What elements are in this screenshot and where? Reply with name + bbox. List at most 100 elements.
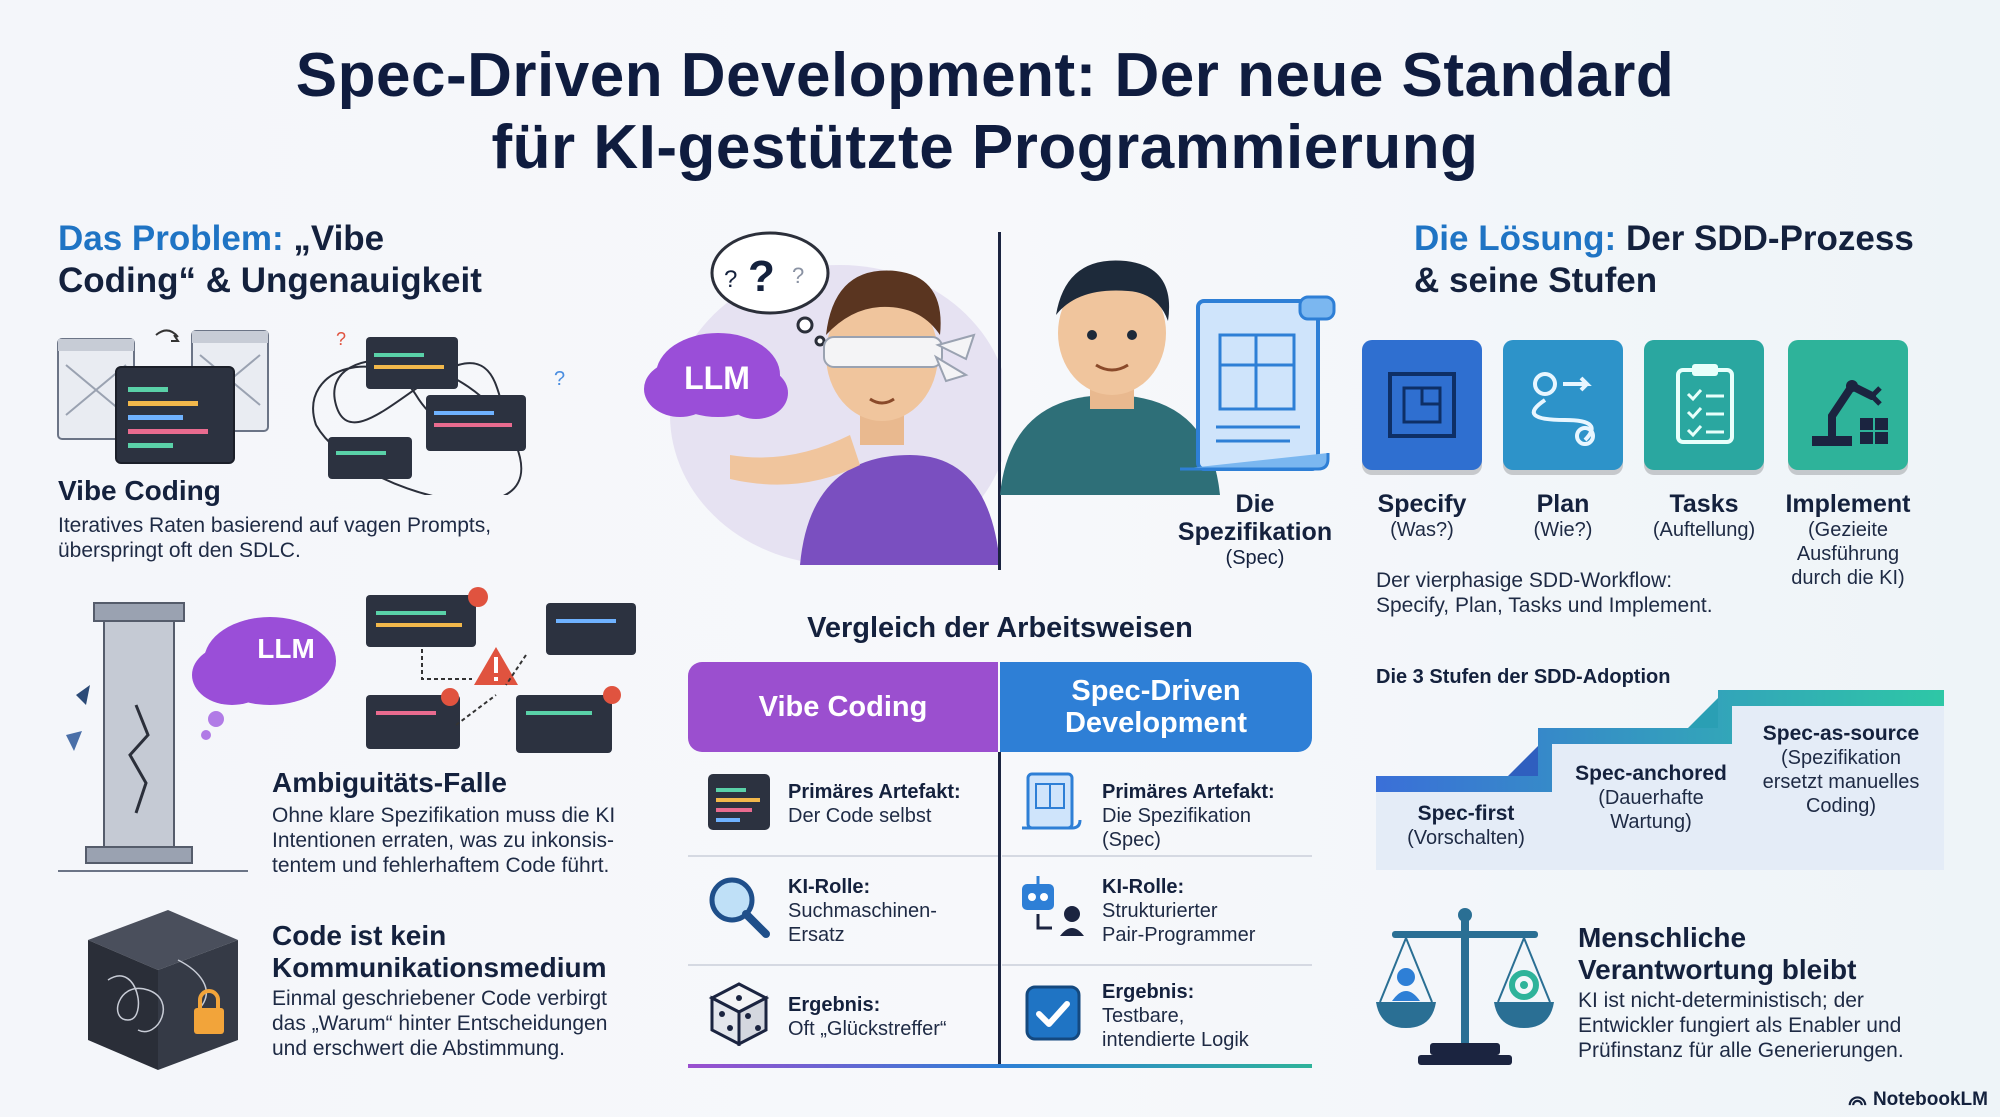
human-text-1: KI ist nicht-deterministisch; der — [1578, 989, 1864, 1012]
row-1-left: Primäres Artefakt: Der Code selbst — [788, 780, 988, 828]
stage-spec-anchored: Spec-anchored (Dauerhafte Wartung) — [1556, 762, 1746, 834]
row-1-right: Primäres Artefakt: Die Spezifikation (Sp… — [1102, 780, 1312, 852]
stage-spec-anchored-sub-1: (Dauerhafte — [1598, 787, 1704, 809]
row-3-left-label: Ergebnis: — [788, 994, 881, 1016]
code-window-icon — [115, 366, 235, 464]
solution-heading-rest: Der SDD-Prozess — [1625, 219, 1914, 258]
notebooklm-branding: NotebookLM — [1848, 1089, 1988, 1111]
comparison-col-sdd-label-1: Spec-Driven — [1071, 675, 1241, 707]
code-window-icon — [516, 686, 621, 753]
title-line-1: Spec-Driven Development: Der neue Standa… — [295, 41, 1675, 110]
human-title-1: Menschliche — [1578, 922, 1747, 953]
step-tasks-sub: (Auftellung) — [1652, 519, 1756, 541]
spec-label-2: Spezifikation — [1177, 518, 1333, 546]
step-plan-label: Plan — [1536, 490, 1590, 518]
spec-label-1: Die — [1235, 490, 1275, 518]
vibe-coding-text-2: überspringt oft den SDLC. — [58, 539, 301, 562]
notebooklm-logo-icon — [1848, 1096, 1867, 1106]
svg-text:?: ? — [724, 266, 737, 293]
magnifier-icon — [709, 877, 770, 938]
step-plan-box — [1503, 340, 1623, 470]
row-divider — [1002, 855, 1312, 857]
row-3-left: Ergebnis: Oft „Glückstreffer“ — [788, 993, 988, 1041]
adoption-stairs — [1376, 690, 1944, 870]
row-3-right-value-2: intendierte Logik — [1102, 1029, 1249, 1051]
stage-spec-first: Spec-first (Vorschalten) — [1378, 802, 1554, 850]
code-window-icon — [708, 774, 770, 830]
stage-spec-as-source-title: Spec-as-source — [1762, 722, 1920, 745]
workflow-text-1: Der vierphasige SDD-Workflow: — [1376, 569, 1673, 592]
spec-label: Die Spezifikation (Spec) — [1170, 490, 1340, 570]
step-specify-label: Specify — [1377, 490, 1467, 518]
human-text-3: Prüfinstanz für alle Generierungen. — [1578, 1039, 1904, 1062]
comparison-col-sdd-label-2: Development — [1064, 707, 1248, 739]
row-2-left-value-2: Ersatz — [788, 924, 845, 946]
llm-label-large: LLM — [684, 360, 750, 396]
broken-pillar-icon — [66, 602, 193, 864]
row-2-right-label: KI-Rolle: — [1102, 876, 1185, 898]
row-2-left-value-1: Suchmaschinen- — [788, 900, 937, 922]
checkmark-icon — [1025, 985, 1081, 1041]
human-responsibility-block: Menschliche Verantwortung bleibt KI ist … — [1578, 922, 1978, 1063]
comparison-heading: Vergleich der Arbeitsweisen — [807, 612, 1193, 644]
center-divider — [998, 232, 1001, 570]
row-3-left-value: Oft „Glückstreffer“ — [788, 1018, 947, 1040]
row-2-left-label: KI-Rolle: — [788, 876, 871, 898]
svg-text:?: ? — [748, 252, 775, 301]
vibe-coding-illustration: ? ? — [57, 329, 565, 495]
dice-icon — [708, 982, 770, 1046]
stages-heading: Die 3 Stufen der SDD-Adoption — [1376, 666, 1671, 688]
spec-developer-illustration — [1000, 260, 1336, 495]
code-window-icon — [366, 337, 458, 389]
robot-person-icon — [1022, 876, 1084, 936]
row-2-right-value-2: Pair-Programmer — [1102, 924, 1256, 946]
llm-cloud-icon — [192, 617, 336, 740]
step-implement-sub-3: durch die KI) — [1791, 567, 1905, 589]
row-divider — [1002, 964, 1312, 966]
step-implement-sub-1: (Gezieite — [1807, 519, 1889, 541]
balance-scale-icon — [1376, 908, 1554, 1065]
row-2-right-value-1: Strukturierter — [1102, 900, 1218, 922]
human-text-2: Entwickler fungiert als Enabler und — [1578, 1014, 1902, 1037]
ambiguity-text-2: Intentionen erraten, was zu inkonsis- — [272, 829, 615, 852]
step-specify-sub: (Was?) — [1390, 519, 1454, 541]
step-plan-sub: (Wie?) — [1533, 519, 1593, 541]
step-implement-label: Implement — [1785, 490, 1911, 518]
ambiguity-text-3: tentem und fehlerhaftem Code führt. — [272, 854, 610, 877]
row-divider — [688, 964, 998, 966]
row-1-right-label: Primäres Artefakt: — [1102, 781, 1275, 803]
code-medium-title-1: Code ist kein — [272, 920, 447, 951]
llm-label-small: LLM — [257, 633, 315, 664]
step-tasks-box — [1644, 340, 1764, 470]
svg-text:?: ? — [792, 263, 804, 288]
blueprint-icon — [1388, 372, 1456, 438]
step-specify-box — [1362, 340, 1482, 470]
row-3-right-label: Ergebnis: — [1102, 981, 1195, 1003]
spec-scroll-icon — [1180, 295, 1336, 471]
ambiguity-divider — [58, 870, 248, 872]
code-medium-title-2: Kommunikationsmedium — [272, 952, 607, 983]
row-3-right: Ergebnis: Testbare, intendierte Logik — [1102, 980, 1312, 1052]
comparison-bottom-line — [688, 1064, 1312, 1068]
step-specify: Specify (Was?) — [1342, 490, 1502, 542]
route-pin-icon — [1531, 372, 1595, 446]
blindfolded-developer-illustration: ? ? ? — [644, 231, 1002, 565]
stage-spec-first-title: Spec-first — [1417, 802, 1515, 825]
comparison-col-vibe: Vibe Coding — [688, 662, 998, 752]
vibe-coding-text-1: Iteratives Raten basierend auf vagen Pro… — [58, 514, 492, 537]
stage-spec-first-sub: (Vorschalten) — [1407, 827, 1525, 849]
row-1-right-value: Die Spezifikation (Spec) — [1102, 805, 1251, 851]
workflow-text-2: Specify, Plan, Tasks und Implement. — [1376, 594, 1713, 617]
code-window-icon — [366, 688, 460, 749]
code-window-icon — [328, 437, 412, 479]
vibe-coding-block: Vibe Coding Iteratives Raten basierend a… — [58, 475, 558, 563]
row-divider — [688, 855, 998, 857]
code-medium-block: Code ist kein Kommunikationsmedium Einma… — [272, 920, 672, 1061]
workflow-text: Der vierphasige SDD-Workflow: Specify, P… — [1376, 568, 1776, 618]
page-title: Spec-Driven Development: Der neue Standa… — [0, 40, 1970, 184]
problem-heading-rest: „Vibe — [293, 219, 385, 258]
comparison-col-sdd: Spec-Driven Development — [1000, 662, 1312, 752]
stage-spec-as-source-sub-1: (Spezifikation — [1780, 747, 1902, 769]
locked-box-icon — [88, 910, 238, 1070]
ambiguity-illustration — [66, 587, 636, 864]
